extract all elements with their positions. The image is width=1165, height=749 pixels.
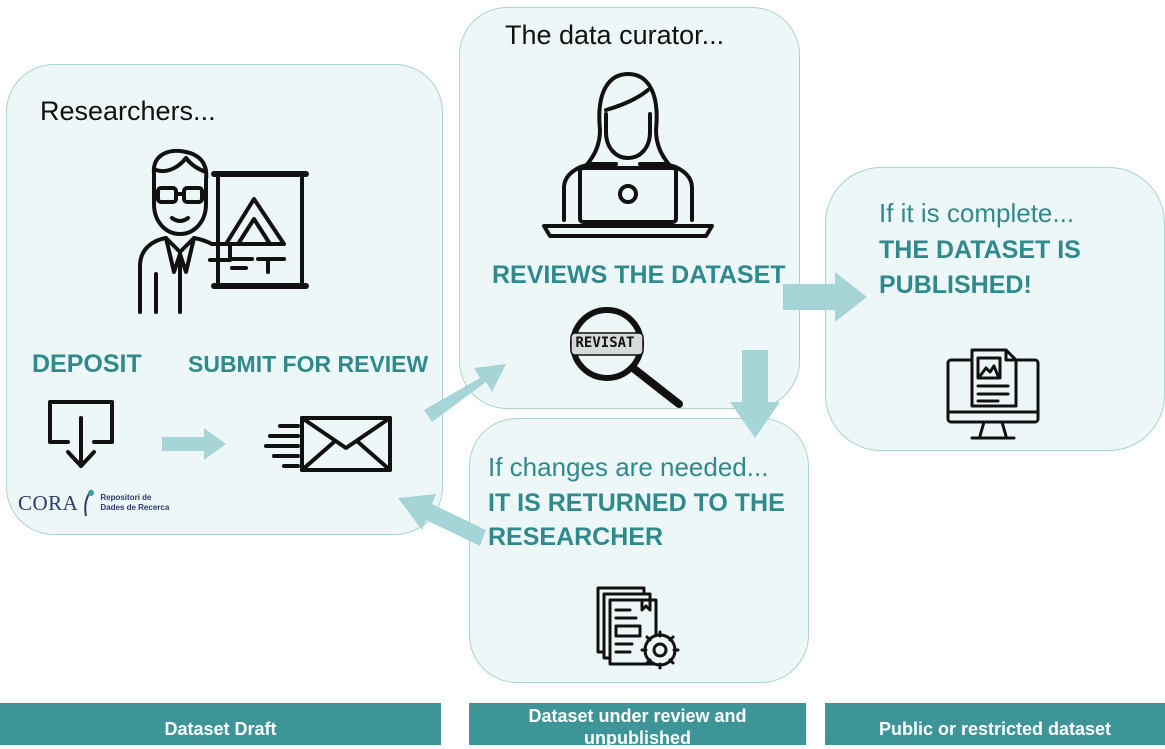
cora-logo-sub2: Dades de Recerca [100,503,170,512]
published-line2: PUBLISHED! [879,271,1032,299]
revisat-stamp-text: REVISAT [575,335,635,351]
cora-logo: CORA Repositori de Dades de Recerca [18,488,169,518]
cora-leaf-icon [84,489,95,517]
changes-heading: If changes are needed... [488,452,769,482]
reviews-the-dataset-label: REVIEWS THE DATASET [492,261,786,289]
footer-public-or-restricted: Public or restricted dataset [825,703,1165,745]
curator-laptop-icon [542,72,714,238]
returned-line2: RESEARCHER [488,523,664,551]
cora-logo-text: CORA [18,490,79,515]
researchers-heading: Researchers... [40,96,216,126]
footer-review-line1: Dataset under review and [528,706,747,726]
researcher-presenting-icon [138,148,309,314]
cora-logo-sub1: Repositori de [100,493,152,502]
revisat-magnifier-icon [570,307,683,408]
arrow-curator-to-changes [730,350,780,438]
monitor-document-icon [946,348,1040,440]
published-heading: If it is complete... [879,198,1075,228]
deposit-download-icon [48,400,114,468]
arrow-deposit-to-submit [162,428,226,460]
curator-heading: The data curator... [505,20,725,50]
submit-for-review-label: SUBMIT FOR REVIEW [188,351,429,377]
arrow-submit-to-curator [424,364,506,422]
envelope-send-icon [264,416,392,472]
arrow-changes-to-researchers [398,494,486,546]
footer-public-label: Public or restricted dataset [878,719,1112,739]
footer-dataset-draft: Dataset Draft [0,703,441,745]
footer-dataset-under-review: Dataset under review and unpublished [469,703,806,748]
researchers-panel [6,64,443,535]
footer-review-line2: unpublished [584,728,691,748]
arrow-curator-to-published [783,272,867,322]
deposit-label: DEPOSIT [32,350,142,378]
changes-panel [469,418,809,683]
documents-gear-icon [596,586,680,670]
returned-line1: IT IS RETURNED TO THE [488,489,785,517]
footer-draft-label: Dataset Draft [164,719,277,739]
published-line1: THE DATASET IS [879,236,1081,264]
